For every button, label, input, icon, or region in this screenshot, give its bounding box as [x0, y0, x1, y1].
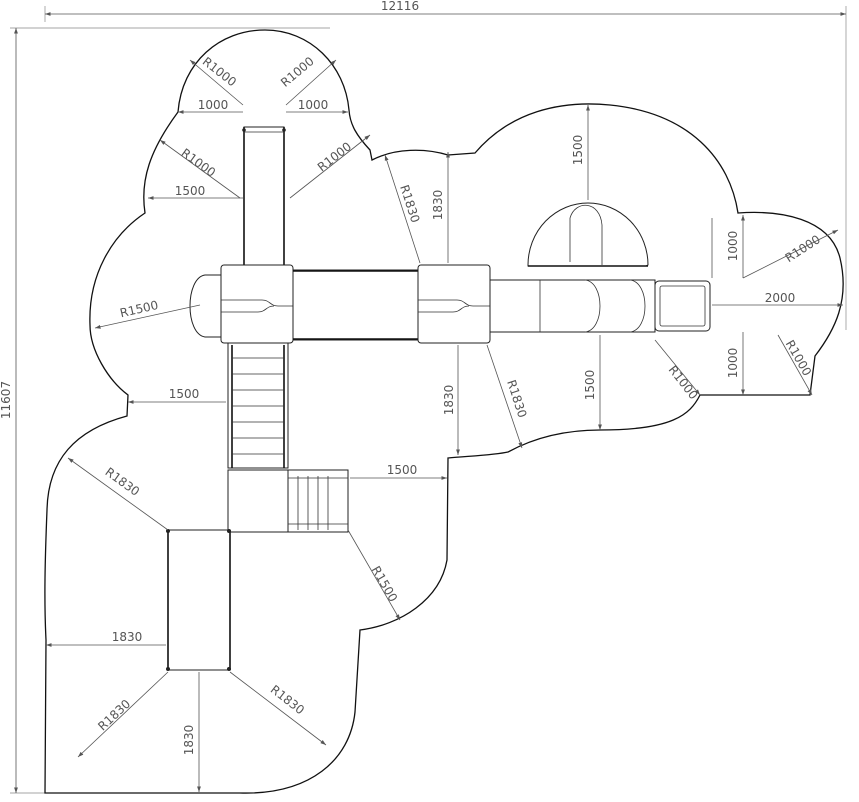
mid-dimensions: 1500 R1500: [347, 463, 447, 621]
lower-bottom-offset-label: 1830: [182, 725, 196, 756]
ladder: [227, 342, 289, 469]
slide-bottom-radius-label: R1000: [666, 363, 701, 402]
top-tower-dimensions: 1000 1000 R1000 R1000: [178, 54, 348, 114]
bridge-top-offset-label: 1830: [431, 190, 445, 221]
mid-radius-label: R1500: [369, 564, 401, 605]
tube-slide: [489, 202, 711, 333]
overall-width-label: 12116: [381, 0, 419, 13]
safety-zone-outline: [44, 29, 844, 794]
slide-right-offset-b-label: 1000: [726, 348, 740, 379]
upper-right-radius-label: R1000: [315, 139, 354, 174]
mid-offset-label: 1500: [387, 463, 418, 477]
overall-height-label: 11607: [0, 381, 13, 419]
lower-left-offset-label: 1830: [112, 630, 143, 644]
bridge-bottom-offset-label: 1830: [442, 385, 456, 416]
top-left-offset-label: 1000: [198, 98, 229, 112]
slide-bottom-offset-label: 1500: [583, 370, 597, 401]
overall-dimensions: 12116 11607: [0, 0, 847, 794]
slide-right-offset-a-label: 1000: [726, 231, 740, 262]
top-climbing-tower: [242, 126, 286, 266]
bridge: [292, 269, 419, 341]
top-right-offset-label: 1000: [298, 98, 329, 112]
slide-right-radius-a-label: R1000: [783, 232, 823, 265]
slide-right-radius-b-label: R1000: [783, 338, 815, 379]
slide-dimensions: 1500 1000 R1000 2000 1000 R1000 R1000 15…: [571, 105, 843, 430]
left-offset-label: 1500: [169, 387, 200, 401]
lower-deck: [166, 469, 349, 671]
lower-upper-radius-label: R1830: [103, 465, 143, 499]
top-left-radius-label: R1000: [200, 54, 239, 89]
upper-left-radius-label: R1000: [179, 146, 219, 180]
top-right-radius-label: R1000: [278, 54, 317, 90]
left-radius-label: R1500: [119, 298, 160, 320]
right-platform: [417, 264, 491, 344]
left-platform: [189, 264, 294, 344]
upper-left-offset-label: 1500: [175, 184, 206, 198]
bridge-bottom-radius-label: R1830: [504, 378, 529, 419]
lower-left-radius-label: R1830: [95, 697, 133, 734]
slide-exit-offset-label: 2000: [765, 291, 796, 305]
slide-top-offset-label: 1500: [571, 135, 585, 166]
lower-right-radius-label: R1830: [268, 682, 307, 717]
